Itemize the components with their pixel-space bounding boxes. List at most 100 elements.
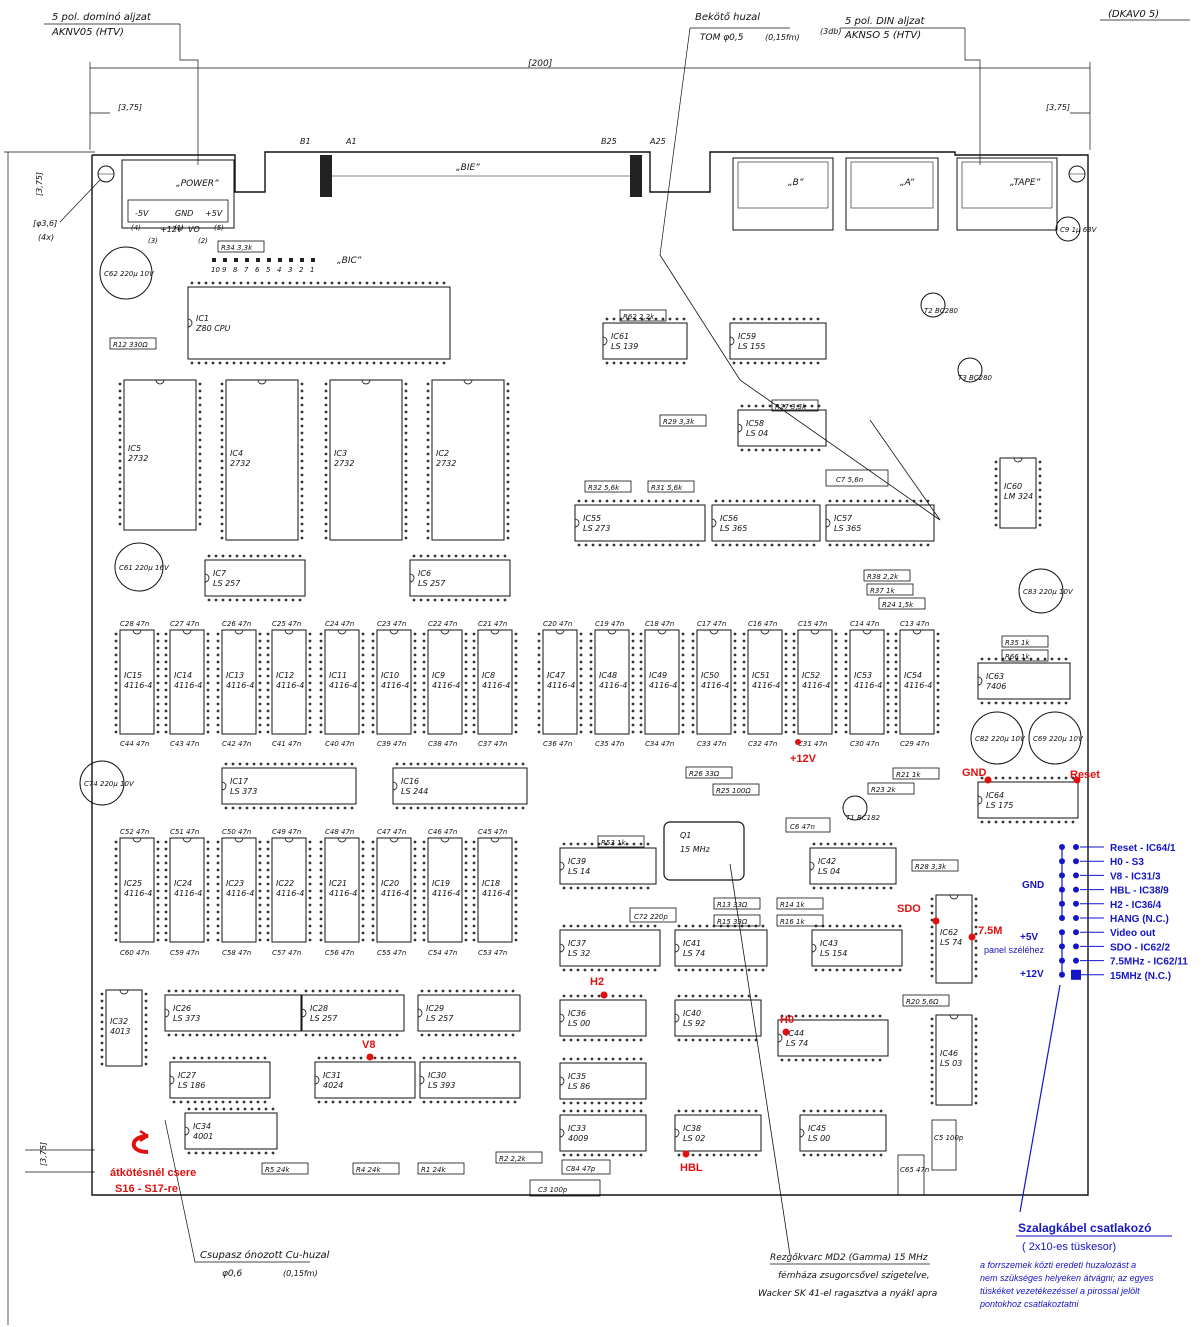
ic-type-label: 4116-4 xyxy=(599,681,627,690)
marker-dot xyxy=(682,1150,690,1158)
ic-id-label: IC59 xyxy=(738,332,756,341)
din-socket-part: AKNSO 5 (HTV) xyxy=(844,30,921,41)
resistor-label: R1 24k xyxy=(421,1166,446,1174)
resistor: R66 1k xyxy=(1001,649,1049,662)
din-socket-title: 5 pol. DIN aljzat xyxy=(845,16,926,27)
ic-id-label: IC27 xyxy=(178,1071,197,1080)
electrolytic-capacitor-label: C82 220µ 10V xyxy=(975,735,1026,743)
ic-type-label: LS 365 xyxy=(720,524,747,533)
din-b-label: „B” xyxy=(788,178,804,188)
ribbon-pin-1 xyxy=(1071,969,1081,980)
ic-type-label: 4116-4 xyxy=(329,681,357,690)
resistor-label: R34 3,3k xyxy=(221,244,253,252)
ic-id-label: IC26 xyxy=(173,1004,191,1013)
ic-id-label: IC30 xyxy=(428,1071,446,1080)
ribbon-pin xyxy=(1073,886,1079,893)
ram-decoupling-cap: C38 47n xyxy=(428,740,457,748)
ic-id-label: IC58 xyxy=(746,419,764,428)
resistor-label: R12 330Ω xyxy=(113,341,148,349)
ic-id-label: IC45 xyxy=(808,1124,826,1133)
resistor-label: R37 1k xyxy=(870,587,895,595)
red-annotations: +12V GND Reset SDO 7.5M H2 H0 V8 HBL átk… xyxy=(110,739,1100,1195)
height-dimension: [3,75] xyxy=(35,172,44,196)
resistor-label: R27 3,3k xyxy=(775,403,807,411)
ribbon-pin-label: Reset - IC64/1 xyxy=(1110,843,1176,854)
ic-id-label: IC24 xyxy=(174,879,192,888)
ic-type-label: LS 244 xyxy=(401,787,428,796)
ram-decoupling-cap: C36 47n xyxy=(543,740,572,748)
left-margin-dimension: [3,75] xyxy=(118,103,142,112)
ic-id-label: IC14 xyxy=(174,671,192,680)
ic-id-label: IC5 xyxy=(128,444,141,453)
electrolytic-capacitor-label: C83 220µ 10V xyxy=(1023,588,1074,596)
ic-type-label: 4009 xyxy=(568,1134,588,1143)
ram-decoupling-cap: C55 47n xyxy=(377,949,406,957)
resistor-label: R26 33Ω xyxy=(689,770,720,778)
ic-type-label: 4116-4 xyxy=(124,681,152,690)
ic-id-label: IC31 xyxy=(323,1071,341,1080)
hole-quantity: (4x) xyxy=(38,233,54,242)
resistor: R15 33Ω xyxy=(713,914,761,927)
bic-pin xyxy=(267,258,271,262)
bie-pin-a1: A1 xyxy=(345,137,357,146)
ribbon-pin xyxy=(1073,844,1079,850)
ic-type-label: LS 155 xyxy=(738,342,765,351)
jumper-wire-size: (0,15fm) xyxy=(765,33,800,42)
ic-type-label: LS 365 xyxy=(834,524,861,533)
bie-label: „BIE” xyxy=(456,163,480,173)
resistor-label: R13 33Ω xyxy=(717,901,748,909)
pin-number: (4) xyxy=(131,224,141,232)
bic-pin xyxy=(289,258,293,262)
ic-id-label: IC40 xyxy=(683,1009,701,1018)
ram-decoupling-cap: C43 47n xyxy=(170,740,199,748)
ic-id-label: IC38 xyxy=(683,1124,701,1133)
ram-decoupling-cap: C57 47n xyxy=(272,949,301,957)
ram-decoupling-cap: C48 47n xyxy=(325,828,354,836)
ram-decoupling-cap: C26 47n xyxy=(222,620,251,628)
resistor-label: R38 2,2k xyxy=(867,573,899,581)
resistor: R4 24k xyxy=(352,1162,400,1175)
jumper-wire-spec: TOM φ0,5 xyxy=(700,33,744,43)
bic-pin xyxy=(245,258,249,262)
power-connector: „POWER” -5V GND +5V +12V VO (4) (1) (5) … xyxy=(121,159,235,245)
resistor: R25 100Ω xyxy=(712,783,760,796)
crystal-freq: 15 MHz xyxy=(680,845,711,854)
header-annotations: (DKAV0 5) 5 pol. dominó aljzat AKNV05 (H… xyxy=(4,9,1190,1325)
plus12v-marker: +12V xyxy=(790,753,817,765)
ram-decoupling-cap: C49 47n xyxy=(272,828,301,836)
bic-pin-label: 5 xyxy=(266,266,271,274)
bic-pin xyxy=(278,258,282,262)
ic-type-label: LS 02 xyxy=(683,1134,705,1143)
resistor: R53 1k xyxy=(597,835,645,848)
ic-id-label: IC29 xyxy=(426,1004,444,1013)
ic-type-label: LS 86 xyxy=(568,1082,590,1091)
ic-id-label: IC22 xyxy=(276,879,294,888)
ram-decoupling-cap: C20 47n xyxy=(543,620,572,628)
ic-type-label: 4116-4 xyxy=(381,889,409,898)
ribbon-note-line: pontokhoz csatlakoztatni xyxy=(979,1299,1080,1309)
resistor-label: R23 2k xyxy=(871,786,896,794)
resistor-label: R25 100Ω xyxy=(716,787,751,795)
ic-id-label: IC55 xyxy=(583,514,601,523)
bic-pin-label: 9 xyxy=(222,266,227,274)
bie-pin-a25: A25 xyxy=(649,137,666,146)
gnd-marker: GND xyxy=(962,767,987,779)
ic-id-label: IC28 xyxy=(310,1004,328,1013)
ram-decoupling-cap: C15 47n xyxy=(798,620,827,628)
